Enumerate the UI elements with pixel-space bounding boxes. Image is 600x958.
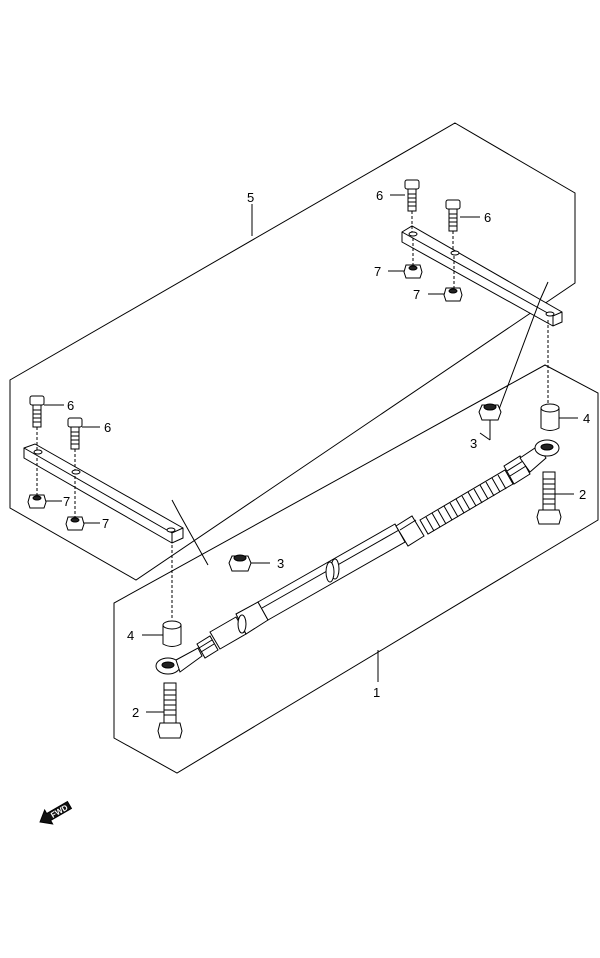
callout-1: 1 xyxy=(373,685,380,700)
nut-r-a xyxy=(403,264,423,279)
lock-nut-right xyxy=(478,403,502,421)
callout-4-left: 4 xyxy=(127,628,134,643)
bolt-tl-a xyxy=(29,395,45,428)
long-bolt-left xyxy=(157,682,183,739)
nut-l-a xyxy=(27,494,47,509)
collar-right xyxy=(540,403,560,431)
callout-6-tr-a: 6 xyxy=(376,188,383,203)
callout-3-right: 3 xyxy=(470,436,477,451)
callout-2-left: 2 xyxy=(132,705,139,720)
callout-6-tl-b: 6 xyxy=(104,420,111,435)
callout-7-r-b: 7 xyxy=(413,287,420,302)
nut-l-b xyxy=(65,516,85,531)
bolt-tr-b xyxy=(445,199,461,232)
bracket-kit-boundary xyxy=(9,122,576,581)
callout-7-l-a: 7 xyxy=(63,494,70,509)
long-bolt-right xyxy=(536,471,562,525)
fwd-arrow-icon: FWD xyxy=(39,800,73,825)
left-bracket-plate xyxy=(23,443,184,544)
right-bracket-plate xyxy=(401,225,563,327)
bolt-tl-b xyxy=(67,417,83,450)
lock-nut-left xyxy=(228,554,252,572)
callout-2-right: 2 xyxy=(579,487,586,502)
callout-4-right: 4 xyxy=(583,411,590,426)
callout-6-tl-a: 6 xyxy=(67,398,74,413)
callout-6-tr-b: 6 xyxy=(484,210,491,225)
callout-7-l-b: 7 xyxy=(102,516,109,531)
collar-left xyxy=(162,620,182,647)
tie-rod-boundary xyxy=(113,364,599,774)
callout-3-left: 3 xyxy=(277,556,284,571)
callout-5: 5 xyxy=(247,190,254,205)
bolt-tr-a xyxy=(404,179,420,212)
callout-7-r-a: 7 xyxy=(374,264,381,279)
nut-r-b xyxy=(443,287,463,302)
tie-rod xyxy=(155,439,560,675)
